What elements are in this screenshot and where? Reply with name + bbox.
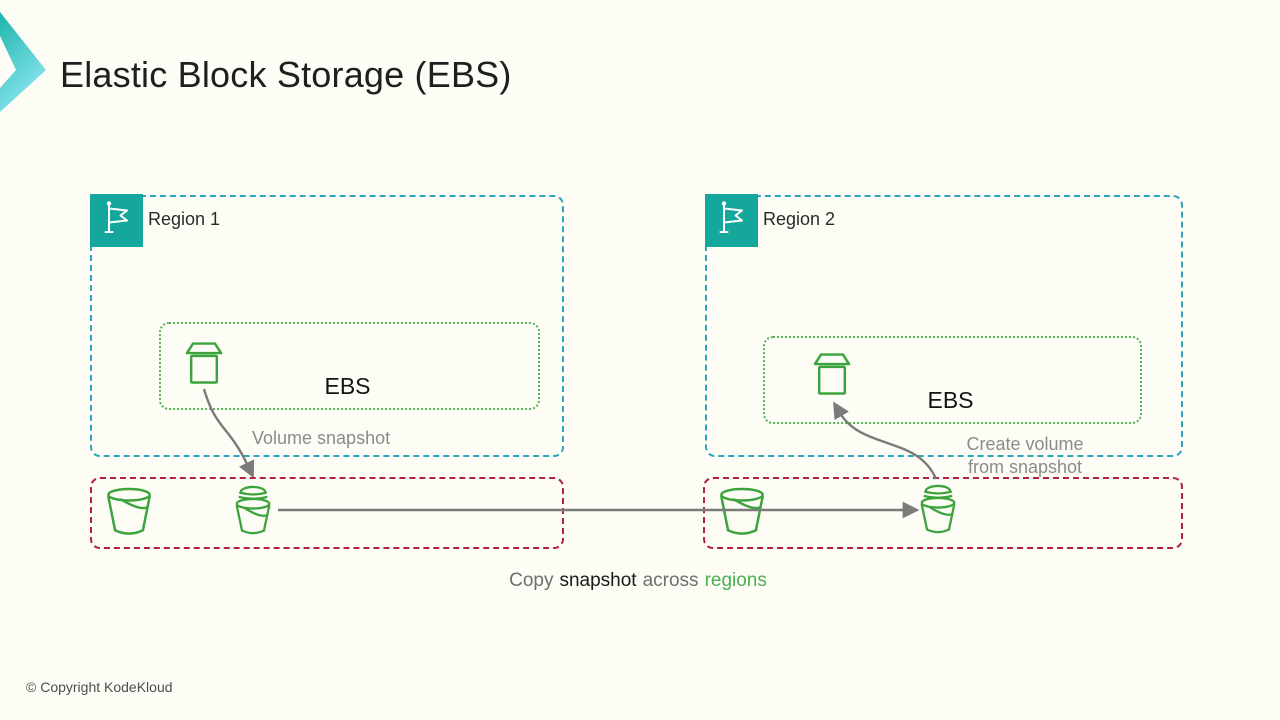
- region-2-flag-badge: [705, 194, 758, 247]
- region-1-flag-badge: [90, 194, 143, 247]
- copyright-text: © Copyright KodeKloud: [26, 679, 173, 695]
- page-title: Elastic Block Storage (EBS): [60, 54, 512, 95]
- flag-icon: [716, 199, 748, 242]
- bucket-icon: [105, 486, 153, 538]
- volume-icon: [813, 351, 851, 398]
- region-2-ebs-box: [763, 336, 1142, 424]
- ebs-label: EBS: [927, 387, 974, 413]
- region-2-box: [705, 195, 1183, 457]
- region-1-label: Region 1: [148, 209, 221, 229]
- bucket-icon: [718, 486, 766, 538]
- caption-word-across: across: [642, 570, 699, 591]
- volume-icon: [185, 340, 223, 387]
- caption-word-regions: regions: [704, 570, 767, 591]
- caption-word-copy: Copy: [509, 570, 554, 591]
- snapshot-bucket-icon: [232, 481, 274, 538]
- region-2-snapshot-zone: [703, 477, 1183, 549]
- kodekloud-chevron-logo-icon: [0, 0, 60, 122]
- caption-word-snapshot: snapshot: [559, 570, 637, 591]
- region-1-box: [90, 195, 564, 457]
- region-1-snapshot-zone: [90, 477, 564, 549]
- region-2-label: Region 2: [763, 209, 836, 229]
- region-1-ebs-box: [159, 322, 540, 410]
- volume-snapshot-label: Volume snapshot: [252, 428, 391, 448]
- flag-icon: [101, 199, 133, 242]
- create-volume-label: Create volume from snapshot: [966, 434, 1084, 477]
- ebs-label: EBS: [324, 373, 371, 399]
- snapshot-bucket-icon: [917, 480, 959, 537]
